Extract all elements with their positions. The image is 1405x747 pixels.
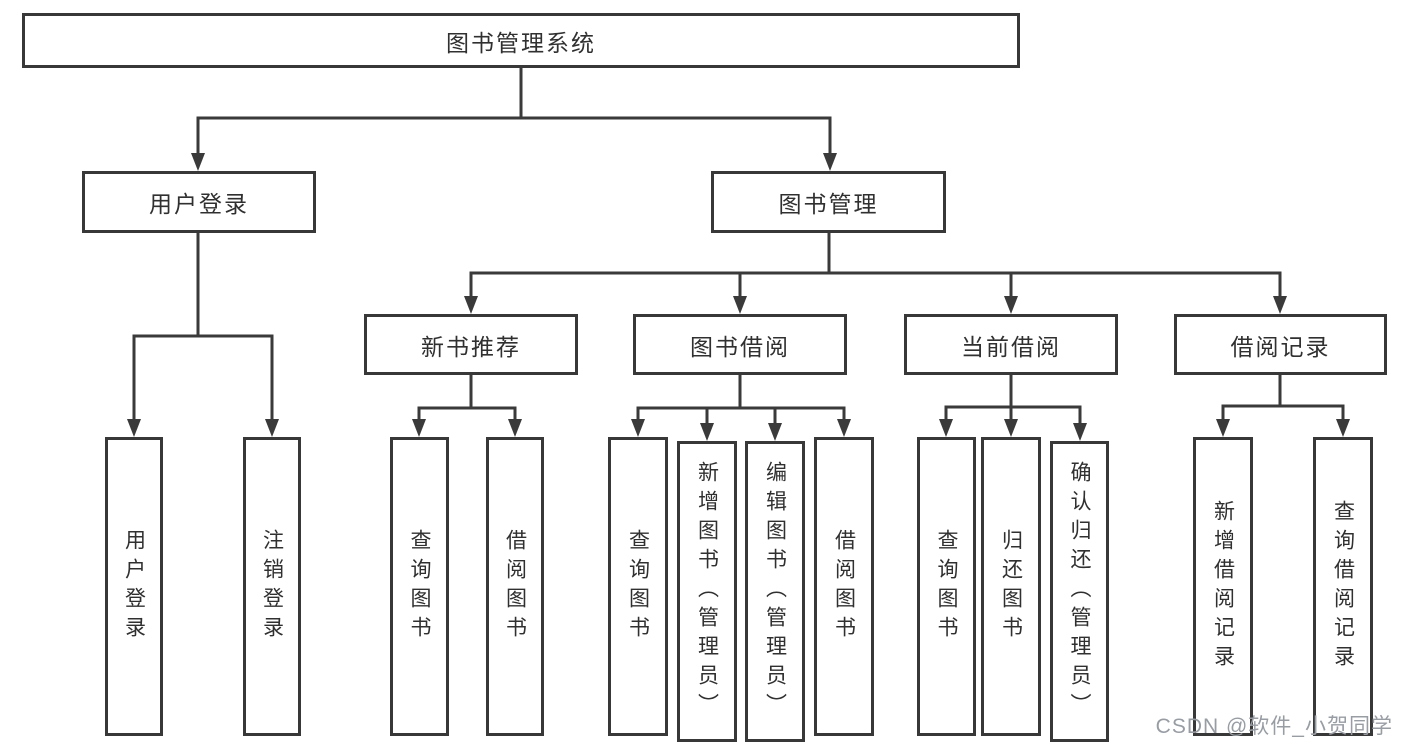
leaf-logout: 注销登录 — [243, 437, 301, 736]
leaf-confirm-return-admin: 确认归还（管理员） — [1050, 441, 1109, 742]
leaf-query-books-current: 查询图书 — [917, 437, 976, 736]
leaf-borrow-books: 借阅图书 — [814, 437, 874, 736]
node-book-management: 图书管理 — [711, 171, 946, 233]
node-user-login: 用户登录 — [82, 171, 316, 233]
leaf-return-books: 归还图书 — [981, 437, 1041, 736]
leaf-borrow-books-recommend: 借阅图书 — [486, 437, 544, 736]
leaf-add-borrow-record: 新增借阅记录 — [1193, 437, 1253, 736]
leaf-add-book-admin: 新增图书（管理员） — [677, 441, 737, 742]
node-book-borrow: 图书借阅 — [633, 314, 847, 375]
leaf-query-books-recommend: 查询图书 — [390, 437, 449, 736]
node-current-borrow: 当前借阅 — [904, 314, 1118, 375]
leaf-user-login: 用户登录 — [105, 437, 163, 736]
node-library-system: 图书管理系统 — [22, 13, 1020, 68]
leaf-query-books-borrow: 查询图书 — [608, 437, 668, 736]
watermark: CSDN @软件_小贺同学 — [1155, 715, 1393, 738]
node-new-book-recommend: 新书推荐 — [364, 314, 578, 375]
leaf-query-borrow-record: 查询借阅记录 — [1313, 437, 1373, 736]
leaf-edit-book-admin: 编辑图书（管理员） — [745, 441, 805, 742]
node-borrow-records: 借阅记录 — [1174, 314, 1387, 375]
